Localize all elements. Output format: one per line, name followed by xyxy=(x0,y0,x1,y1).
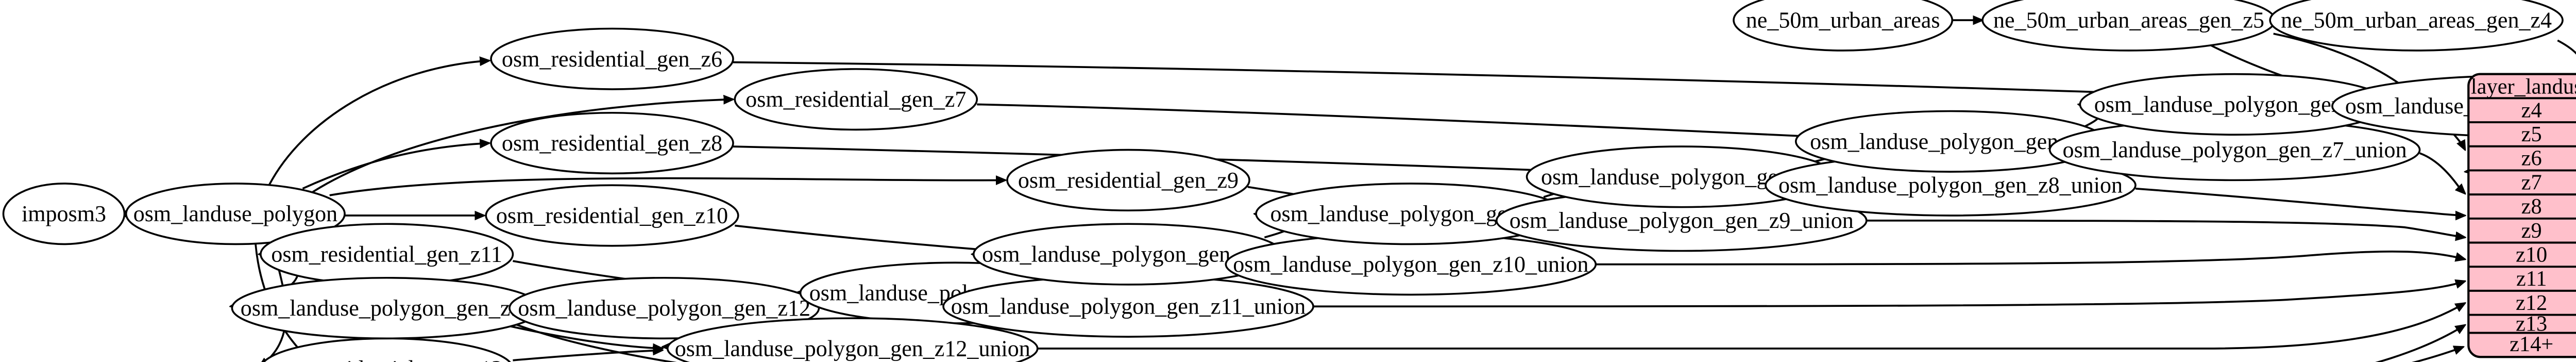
node-label: osm_landuse_polygon_gen_z11_union xyxy=(951,294,1306,319)
node-ne_50m_urban_areas_gen_z4[interactable]: ne_50m_urban_areas_gen_z4 xyxy=(2269,0,2564,52)
node-label: osm_residential_gen_z7 xyxy=(745,87,966,112)
node-label: osm_landuse_polygon_gen_z12 xyxy=(518,295,810,321)
table-row-z13[interactable]: z13 xyxy=(2516,312,2547,336)
node-label: osm_residential_gen_z6 xyxy=(502,46,722,72)
table-row-z10[interactable]: z10 xyxy=(2516,243,2547,267)
node-label: osm_residential_gen_z10 xyxy=(496,203,728,228)
node-label: osm_residential_gen_z12 xyxy=(271,356,503,362)
edge-root-to-res-z6 xyxy=(268,61,489,186)
edge-z9union-to-layer-z9 xyxy=(1866,219,2465,238)
node-label: imposm3 xyxy=(22,201,106,226)
node-label: osm_landuse_polygon_gen_z7_union xyxy=(2063,137,2407,162)
edge-z12union-to-layer-z12 xyxy=(1037,303,2465,350)
node-label: osm_landuse_polygon_gen_z8_union xyxy=(1778,173,2123,198)
edge-root-to-res-z9 xyxy=(329,178,1006,196)
table-title: layer_landuse xyxy=(2471,75,2576,99)
node-osm_landuse_polygon_gen_z10[interactable]: osm_landuse_polygon_gen_z10 xyxy=(972,223,1284,286)
edge-z13-to-z12union xyxy=(504,324,663,349)
node-label: ne_50m_urban_areas_gen_z5 xyxy=(1993,8,2264,33)
node-ne_50m_urban_areas[interactable]: ne_50m_urban_areas xyxy=(1733,0,1954,52)
table-row-z12[interactable]: z12 xyxy=(2516,291,2547,315)
node-label: osm_landuse_polygon_gen_z13 xyxy=(241,295,533,321)
table-row-z11[interactable]: z11 xyxy=(2516,267,2547,291)
node-osm_residential_gen_z11[interactable]: osm_residential_gen_z11 xyxy=(260,223,514,286)
node-ne_50m_urban_areas_gen_z5[interactable]: ne_50m_urban_areas_gen_z5 xyxy=(1981,0,2276,52)
node-osm_landuse_polygon_gen_z12[interactable]: osm_landuse_polygon_gen_z12 xyxy=(509,276,820,340)
node-osm_landuse_polygon_gen_z8_union[interactable]: osm_landuse_polygon_gen_z8_union xyxy=(1765,154,2137,217)
table-row-z14plus[interactable]: z14+ xyxy=(2510,332,2553,356)
node-label: osm_landuse_polygon_gen_z6 xyxy=(2094,92,2376,117)
table-row-z9[interactable]: z9 xyxy=(2521,219,2542,243)
edge-res-z12-to-z12union xyxy=(513,350,662,361)
edge-root-to-res-z8 xyxy=(302,143,489,190)
node-osm_residential_gen_z7[interactable]: osm_residential_gen_z7 xyxy=(734,68,978,131)
table-row-z8[interactable]: z8 xyxy=(2521,194,2542,219)
table-row-z5[interactable]: z5 xyxy=(2521,122,2542,146)
node-osm_residential_gen_z10[interactable]: osm_residential_gen_z10 xyxy=(485,184,739,247)
node-label: ne_50m_urban_areas xyxy=(1746,8,1940,33)
node-osm_residential_gen_z6[interactable]: osm_residential_gen_z6 xyxy=(490,27,734,90)
node-osm_landuse_polygon_gen_z9_union[interactable]: osm_landuse_polygon_gen_z9_union xyxy=(1495,189,1868,252)
node-osm_landuse_polygon_gen_z12_union[interactable]: osm_landuse_polygon_gen_z12_union xyxy=(667,317,1039,362)
table-row-z7[interactable]: z7 xyxy=(2521,170,2542,194)
edge-root-to-res-z7 xyxy=(312,100,733,193)
edge-z11union-to-layer-z11 xyxy=(1313,281,2465,308)
node-imposm3[interactable]: imposm3 xyxy=(2,183,126,245)
node-label: osm_landuse_polygon xyxy=(133,201,337,226)
node-osm_residential_gen_z9[interactable]: osm_residential_gen_z9 xyxy=(1006,149,1250,211)
table-row-z6[interactable]: z6 xyxy=(2521,146,2542,171)
node-label: osm_landuse_polygon_gen_z10_union xyxy=(1233,252,1588,277)
node-label: osm_landuse_polygon_gen_z7 xyxy=(1810,129,2091,154)
edge-z7union-to-layer-z7 xyxy=(2419,152,2465,193)
node-label: osm_residential_gen_z8 xyxy=(502,130,722,156)
node-osm_landuse_polygon_gen_z11_union[interactable]: osm_landuse_polygon_gen_z11_union xyxy=(942,275,1314,338)
node-label: osm_residential_gen_z9 xyxy=(1018,168,1239,193)
node-osm_landuse_polygon_gen_z10_union[interactable]: osm_landuse_polygon_gen_z10_union xyxy=(1225,233,1597,296)
node-osm_residential_gen_z12[interactable]: osm_residential_gen_z12 xyxy=(261,337,513,362)
layer-landuse-table[interactable]: layer_landuse z4 z5 z6 z7 z8 z9 z10 z11 … xyxy=(2467,73,2576,358)
node-osm_landuse_polygon[interactable]: osm_landuse_polygon xyxy=(125,183,346,245)
node-label: osm_residential_gen_z11 xyxy=(271,242,502,267)
node-osm_residential_gen_z8[interactable]: osm_residential_gen_z8 xyxy=(490,111,734,175)
node-osm_landuse_polygon_gen_z13[interactable]: osm_landuse_polygon_gen_z13 xyxy=(231,276,543,340)
node-label: ne_50m_urban_areas_gen_z4 xyxy=(2281,8,2552,33)
edge-z10union-to-layer-z10 xyxy=(1596,250,2465,266)
node-osm_landuse_polygon_gen_z7_union[interactable]: osm_landuse_polygon_gen_z7_union xyxy=(2048,119,2421,182)
node-osm_landuse_polygon_gen_z6[interactable]: osm_landuse_polygon_gen_z6 xyxy=(2079,73,2391,136)
node-label: osm_landuse_polygon_gen_z9_union xyxy=(1510,208,1854,233)
edge-z8union-to-layer-z8 xyxy=(2135,187,2465,216)
table-row-z4[interactable]: z4 xyxy=(2521,98,2542,122)
node-label: osm_landuse_polygon_gen_z12_union xyxy=(675,336,1030,361)
